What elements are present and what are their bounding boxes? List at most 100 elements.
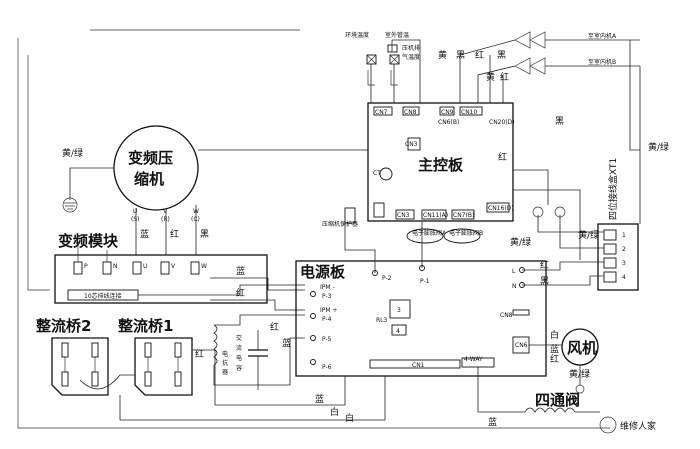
ground-icon-2 bbox=[532, 206, 544, 218]
svg-text:缩机: 缩机 bbox=[134, 170, 164, 188]
svg-text:P-4: P-4 bbox=[322, 316, 332, 323]
ambient-temp-label: 环境温度 bbox=[345, 31, 369, 39]
svg-text:V: V bbox=[171, 263, 176, 270]
svg-text:蓝: 蓝 bbox=[488, 416, 497, 428]
terminal-block: 四位接线盒XT1 1 2 3 4 黄/绿 黄/绿 黄/绿 红 黑 黑 bbox=[510, 40, 669, 291]
svg-text:抗: 抗 bbox=[222, 359, 228, 367]
svg-text:黄/绿: 黄/绿 bbox=[62, 147, 83, 159]
svg-text:容: 容 bbox=[236, 364, 242, 372]
svg-text:CN8: CN8 bbox=[500, 312, 513, 319]
main-board-outline bbox=[367, 102, 514, 222]
svg-text:CN9: CN9 bbox=[441, 109, 454, 116]
svg-text:黄: 黄 bbox=[486, 71, 495, 83]
reactor-capacitor: 电 抗 器 交 流 电 容 红 蓝 bbox=[213, 314, 305, 390]
svg-text:红: 红 bbox=[540, 259, 549, 271]
terminal-block-title: 四位接线盒XT1 bbox=[607, 158, 619, 220]
svg-text:CN8: CN8 bbox=[404, 109, 417, 116]
svg-text:黄/绿: 黄/绿 bbox=[578, 229, 599, 241]
compressor-outline bbox=[113, 125, 199, 211]
svg-text:N: N bbox=[512, 283, 517, 290]
svg-text:3: 3 bbox=[397, 307, 401, 314]
outdoor-pipe-label: 室外管温 bbox=[385, 31, 409, 39]
discharge-label-1: 压机排 bbox=[402, 44, 420, 52]
watermark: 维修人家 bbox=[599, 416, 656, 434]
svg-text:蓝: 蓝 bbox=[550, 343, 559, 355]
watermark-icon bbox=[599, 416, 617, 434]
capacitor-icon bbox=[248, 349, 268, 357]
svg-text:黑: 黑 bbox=[497, 50, 506, 61]
fan-label: 风机 bbox=[567, 339, 597, 357]
valve-coil-icon bbox=[524, 407, 576, 413]
svg-text:RL3: RL3 bbox=[376, 317, 388, 324]
svg-text:黄: 黄 bbox=[438, 49, 447, 61]
ground-icon bbox=[62, 197, 78, 213]
rectifier-1-body bbox=[134, 337, 193, 396]
svg-text:CT: CT bbox=[373, 170, 381, 177]
svg-text:红: 红 bbox=[170, 228, 179, 240]
svg-text:黑: 黑 bbox=[200, 229, 209, 240]
svg-text:1: 1 bbox=[622, 232, 626, 239]
svg-text:CN10: CN10 bbox=[461, 109, 477, 116]
compressor: 变频压 缩机 黄/绿 U V W (S) (R) (C) 蓝 红 黑 bbox=[27, 55, 368, 291]
frame-line-left bbox=[17, 38, 610, 429]
svg-text:蓝: 蓝 bbox=[315, 393, 324, 405]
power-board: 电源板 IPM - P-3 IPM + P-4 P-5 P-6 P-2 P-1 … bbox=[295, 222, 547, 377]
rectifiers: 整流桥2 整流桥1 红 蓝 白 白 bbox=[36, 317, 386, 424]
svg-text:电子膨胀阀B: 电子膨胀阀B bbox=[449, 229, 483, 237]
sensor-group: 环境温度 室外管温 压机排 气温度 bbox=[345, 31, 421, 103]
svg-text:CN16(D): CN16(D) bbox=[488, 205, 514, 212]
svg-text:U: U bbox=[143, 263, 147, 270]
svg-text:红: 红 bbox=[498, 151, 507, 163]
fan-and-valve: 风机 白 蓝 红 黄/绿 四通阀 蓝 bbox=[477, 328, 600, 428]
valve-group: 至室内机A 至室内机B 黄 黑 红 黑 黄 红 bbox=[438, 31, 640, 103]
module-title: 变频模块 bbox=[58, 232, 119, 250]
relay-icon bbox=[389, 299, 411, 319]
protector-icon bbox=[344, 207, 356, 224]
svg-text:(C): (C) bbox=[191, 216, 200, 223]
svg-text:P-2: P-2 bbox=[382, 275, 392, 282]
module-outline bbox=[54, 254, 268, 304]
svg-text:U: U bbox=[133, 208, 137, 215]
svg-text:P: P bbox=[84, 263, 88, 270]
svg-text:黑: 黑 bbox=[540, 276, 549, 287]
to-indoor-b: 至室内机B bbox=[588, 58, 616, 66]
svg-text:L: L bbox=[512, 268, 516, 275]
svg-text:黄/绿: 黄/绿 bbox=[648, 141, 669, 153]
svg-text:3: 3 bbox=[622, 260, 626, 267]
svg-text:压缩机保护器: 压缩机保护器 bbox=[322, 220, 358, 228]
svg-text:电: 电 bbox=[236, 354, 242, 362]
svg-text:红: 红 bbox=[236, 287, 245, 299]
svg-text:4: 4 bbox=[622, 274, 626, 281]
svg-text:蓝: 蓝 bbox=[236, 265, 245, 277]
svg-text:CN7: CN7 bbox=[375, 109, 388, 116]
discharge-label-2: 气温度 bbox=[402, 53, 420, 61]
ct-block bbox=[407, 137, 421, 151]
svg-text:P-1: P-1 bbox=[420, 278, 430, 285]
discharge-sensor-icon bbox=[387, 44, 398, 53]
svg-text:CN6: CN6 bbox=[515, 342, 528, 349]
svg-text:红: 红 bbox=[270, 321, 279, 333]
svg-text:CN20(D): CN20(D) bbox=[489, 119, 515, 126]
svg-text:红: 红 bbox=[500, 71, 509, 83]
svg-text:红: 红 bbox=[475, 49, 484, 61]
svg-text:红: 红 bbox=[195, 348, 204, 360]
svg-text:蓝: 蓝 bbox=[140, 228, 149, 240]
svg-text:白: 白 bbox=[550, 329, 559, 341]
svg-text:电子膨胀阀A: 电子膨胀阀A bbox=[412, 229, 447, 237]
svg-text:CN7(B): CN7(B) bbox=[453, 212, 474, 219]
terminal-block-outline bbox=[597, 223, 639, 291]
svg-text:黄/绿: 黄/绿 bbox=[569, 368, 590, 380]
svg-text:电: 电 bbox=[222, 350, 228, 358]
svg-text:N: N bbox=[113, 263, 118, 270]
svg-text:2: 2 bbox=[622, 246, 626, 253]
svg-text:CN1: CN1 bbox=[412, 362, 425, 369]
svg-text:红: 红 bbox=[550, 353, 559, 365]
svg-text:流: 流 bbox=[236, 344, 242, 352]
svg-text:白: 白 bbox=[330, 406, 339, 418]
valve-b-icon bbox=[514, 57, 546, 75]
svg-text:P-6: P-6 bbox=[322, 364, 332, 371]
inverter-module: 变频模块 P N U V W 10芯排线连接 蓝 红 bbox=[54, 232, 305, 311]
four-way-valve-label: 四通阀 bbox=[535, 391, 580, 409]
svg-text:白: 白 bbox=[345, 412, 354, 424]
